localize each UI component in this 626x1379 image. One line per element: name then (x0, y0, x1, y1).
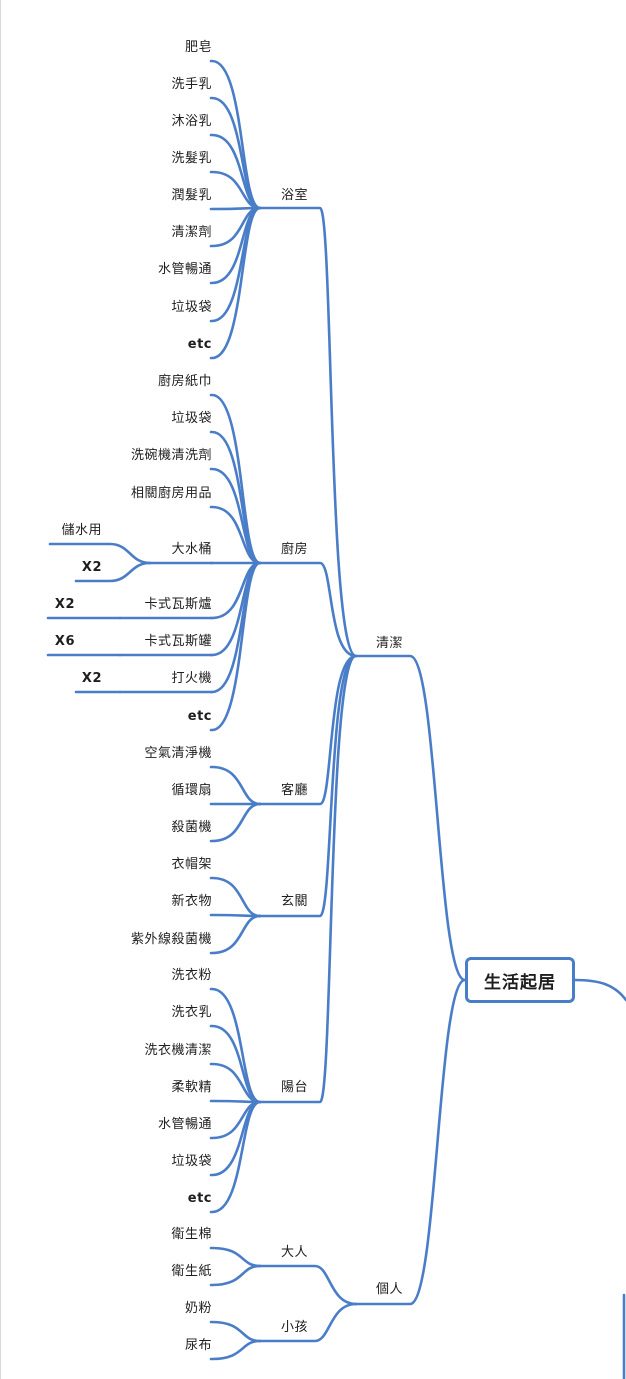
item-kitchen-7[interactable]: 卡式瓦斯罐 (144, 634, 212, 649)
connector-36 (209, 1320, 262, 1343)
connector-clean-entrance (258, 654, 358, 918)
item-bathroom-2[interactable]: 洗手乳 (171, 77, 212, 92)
item-bathroom-8[interactable]: 垃圾袋 (171, 300, 212, 315)
item-living-3[interactable]: 殺菌機 (171, 820, 212, 835)
item-bathroom-9[interactable]: etc (187, 337, 212, 352)
connector-5 (209, 133, 262, 210)
connector-30 (209, 1099, 262, 1104)
connector-11 (209, 206, 262, 360)
page-left-edge (0, 0, 1, 1379)
root-node[interactable]: 生活起居 (465, 957, 575, 1003)
area-balcony[interactable]: 陽台 (281, 1080, 309, 1095)
item-bathroom-7[interactable]: 水管暢通 (157, 262, 212, 277)
item-child-1[interactable]: 奶粉 (184, 1301, 212, 1316)
connector-personal-child (258, 1302, 358, 1343)
area-kitchen[interactable]: 廚房 (281, 542, 309, 557)
root-label: 生活起居 (484, 972, 556, 993)
item-kitchen-3[interactable]: 洗碗機清洗劑 (130, 448, 212, 463)
item-adult-2[interactable]: 衛生紙 (171, 1264, 212, 1279)
connector-24 (209, 876, 262, 918)
note-can-qty[interactable]: X6 (54, 634, 75, 649)
item-kitchen-4[interactable]: 相關廚房用品 (130, 486, 212, 501)
item-living-1[interactable]: 空氣清淨機 (144, 746, 212, 761)
connector-14 (209, 467, 262, 565)
connector-37 (209, 1339, 262, 1361)
note-bucket-use[interactable]: 儲水用 (61, 523, 102, 538)
category-personal[interactable]: 個人 (376, 1282, 404, 1297)
area-living-room[interactable]: 客廳 (281, 783, 309, 798)
item-kitchen-1[interactable]: 廚房紙巾 (157, 374, 212, 389)
area-child[interactable]: 小孩 (281, 1320, 309, 1335)
connector-clean-living (258, 654, 358, 806)
note-stove-qty[interactable]: X2 (54, 597, 75, 612)
item-living-2[interactable]: 循環扇 (171, 783, 212, 798)
item-kitchen-5[interactable]: 大水桶 (171, 542, 212, 557)
item-balcony-3[interactable]: 洗衣機清潔 (144, 1043, 212, 1058)
item-child-2[interactable]: 尿布 (184, 1338, 212, 1353)
item-balcony-4[interactable]: 柔軟精 (171, 1080, 212, 1095)
root-right-stub (573, 978, 626, 1002)
item-balcony-5[interactable]: 水管暢通 (157, 1117, 212, 1132)
connector-26 (209, 914, 262, 955)
connector-12 (209, 393, 262, 565)
connector-6 (209, 170, 262, 210)
item-balcony-2[interactable]: 洗衣乳 (171, 1005, 212, 1020)
item-bathroom-1[interactable]: 肥皂 (184, 40, 212, 55)
item-entrance-3[interactable]: 紫外線殺菌機 (130, 932, 212, 947)
connector-42 (74, 561, 152, 583)
item-balcony-1[interactable]: 洗衣粉 (171, 968, 212, 983)
item-bathroom-3[interactable]: 沐浴乳 (171, 114, 212, 129)
item-bathroom-4[interactable]: 洗髮乳 (171, 151, 212, 166)
note-bucket-qty[interactable]: X2 (81, 560, 102, 575)
connector-34 (209, 1246, 262, 1268)
item-entrance-2[interactable]: 新衣物 (171, 894, 212, 909)
item-adult-1[interactable]: 衛生棉 (171, 1227, 212, 1242)
connector-21 (209, 765, 262, 806)
connector-personal-adult (258, 1264, 358, 1306)
area-entrance[interactable]: 玄關 (281, 894, 309, 909)
connector-clean-kitchen (258, 561, 358, 658)
connector-33 (209, 1100, 262, 1214)
connector-clean-bathroom (258, 206, 358, 658)
connector-2 (354, 978, 467, 1306)
item-kitchen-9[interactable]: etc (187, 709, 212, 724)
connector-20 (209, 561, 262, 732)
connector-23 (209, 802, 262, 843)
item-bathroom-6[interactable]: 清潔劑 (171, 225, 212, 240)
item-bathroom-5[interactable]: 潤髮乳 (171, 188, 212, 203)
connector-35 (209, 1264, 262, 1287)
connector-1 (354, 654, 467, 982)
connector-29 (209, 1062, 262, 1104)
connector-25 (209, 913, 262, 918)
item-balcony-7[interactable]: etc (187, 1191, 212, 1206)
item-kitchen-6[interactable]: 卡式瓦斯爐 (144, 597, 212, 612)
connector-15 (209, 505, 262, 565)
note-lighter-qty[interactable]: X2 (81, 671, 102, 686)
item-kitchen-8[interactable]: 打火機 (171, 671, 212, 686)
connector-28 (209, 1024, 262, 1104)
item-balcony-6[interactable]: 垃圾袋 (171, 1154, 212, 1169)
connector-clean-balcony (258, 654, 358, 1104)
area-bathroom[interactable]: 浴室 (281, 188, 309, 203)
item-kitchen-2[interactable]: 垃圾袋 (171, 411, 212, 426)
area-adult[interactable]: 大人 (281, 1245, 309, 1260)
item-entrance-1[interactable]: 衣帽架 (171, 857, 212, 872)
category-clean[interactable]: 清潔 (376, 636, 404, 651)
